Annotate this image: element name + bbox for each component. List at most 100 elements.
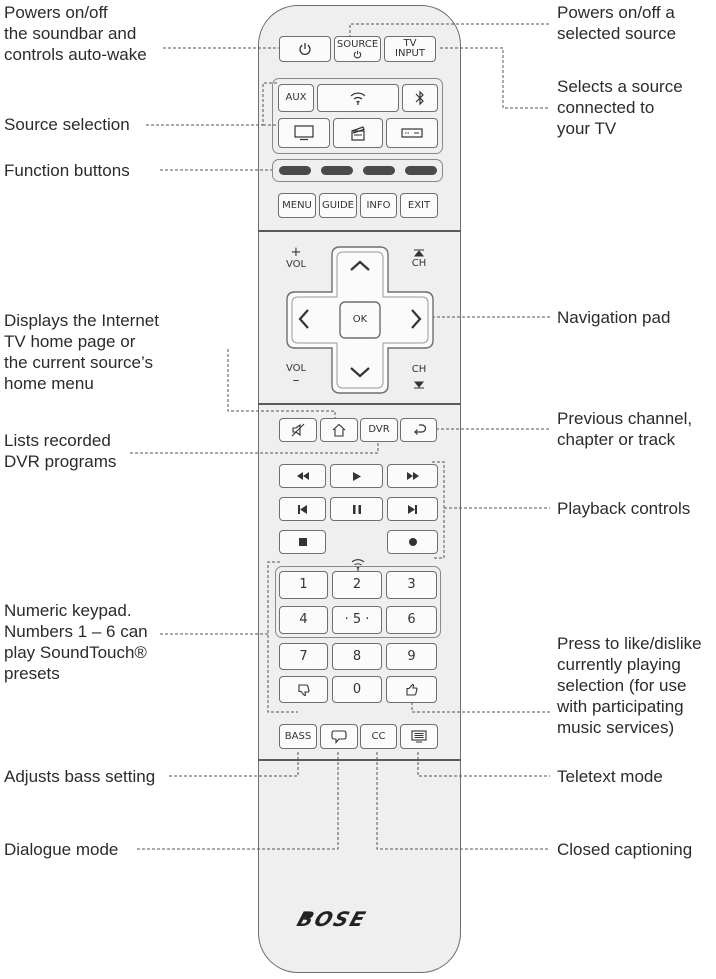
tv-input-button[interactable]: TV INPUT bbox=[384, 36, 436, 62]
record-button[interactable] bbox=[387, 530, 438, 554]
set-top-box-icon bbox=[401, 128, 423, 138]
thumbs-up-icon bbox=[405, 683, 419, 697]
label-closed-captioning: Closed captioning bbox=[557, 840, 693, 859]
fast-forward-button[interactable] bbox=[387, 464, 438, 488]
key-4[interactable]: 4 bbox=[279, 606, 328, 634]
menu-button[interactable]: MENU bbox=[278, 193, 316, 218]
power-icon bbox=[298, 42, 312, 56]
pause-button[interactable] bbox=[330, 497, 383, 521]
stop-button[interactable] bbox=[279, 530, 326, 554]
rewind-icon bbox=[296, 472, 309, 480]
like-button[interactable] bbox=[386, 676, 437, 703]
key-3[interactable]: 3 bbox=[386, 571, 437, 599]
key-0[interactable]: 0 bbox=[332, 676, 382, 703]
ch-up-label[interactable]: CH bbox=[399, 258, 439, 270]
stop-icon bbox=[298, 538, 307, 546]
tv-source-button[interactable] bbox=[278, 118, 330, 148]
clapperboard-icon bbox=[350, 125, 366, 141]
bluray-source-button[interactable] bbox=[333, 118, 383, 148]
key-2-label: 2 bbox=[352, 577, 362, 592]
function-button-yellow[interactable] bbox=[363, 166, 395, 175]
previous-track-icon bbox=[298, 504, 307, 514]
power-button[interactable] bbox=[279, 36, 331, 62]
label-numeric-keypad: Numeric keypad. Numbers 1 – 6 can play S… bbox=[4, 601, 148, 683]
aux-button[interactable]: AUX bbox=[278, 84, 314, 112]
right-button[interactable] bbox=[383, 297, 428, 343]
key-9[interactable]: 9 bbox=[386, 643, 437, 670]
label-teletext: Teletext mode bbox=[557, 767, 663, 786]
previous-channel-button[interactable] bbox=[400, 418, 437, 442]
rewind-button[interactable] bbox=[279, 464, 326, 488]
mute-button[interactable] bbox=[279, 418, 317, 442]
home-icon bbox=[332, 423, 346, 437]
bluetooth-button[interactable] bbox=[402, 84, 438, 112]
up-button[interactable] bbox=[337, 252, 383, 297]
down-button[interactable] bbox=[337, 343, 383, 388]
left-button[interactable] bbox=[292, 297, 337, 343]
dislike-button[interactable] bbox=[279, 676, 328, 703]
function-button-green[interactable] bbox=[321, 166, 353, 175]
vol-down-label[interactable]: VOL – bbox=[276, 363, 316, 387]
key-2[interactable]: 2 bbox=[332, 571, 382, 599]
vol-down-text: VOL bbox=[285, 363, 307, 374]
bluetooth-icon bbox=[415, 90, 425, 106]
input-label: INPUT bbox=[395, 48, 425, 59]
next-track-button[interactable] bbox=[387, 497, 438, 521]
speech-bubble-icon bbox=[331, 729, 347, 744]
vol-plus-sign: + bbox=[290, 245, 302, 260]
label-source-selection: Source selection bbox=[4, 115, 130, 134]
label-playback-controls: Playback controls bbox=[557, 499, 691, 518]
dialogue-button[interactable] bbox=[320, 724, 358, 749]
exit-label: EXIT bbox=[407, 199, 431, 211]
key-6[interactable]: 6 bbox=[386, 606, 437, 634]
key-9-label: 9 bbox=[407, 648, 416, 664]
key-6-label: 6 bbox=[407, 612, 416, 627]
play-button[interactable] bbox=[330, 464, 383, 488]
key-5-label: · 5 · bbox=[344, 612, 370, 627]
info-button[interactable]: INFO bbox=[360, 193, 397, 218]
guide-button[interactable]: GUIDE bbox=[319, 193, 357, 218]
next-track-icon bbox=[408, 504, 417, 514]
bass-button[interactable]: BASS bbox=[279, 724, 317, 749]
mute-icon bbox=[291, 423, 305, 437]
key-1[interactable]: 1 bbox=[279, 571, 328, 599]
dvr-button[interactable]: DVR bbox=[360, 418, 398, 442]
vol-up-label[interactable]: + VOL bbox=[276, 245, 316, 271]
source-label: SOURCE bbox=[336, 38, 379, 50]
ch-up-text: CH bbox=[411, 258, 427, 269]
info-label: INFO bbox=[366, 199, 391, 211]
label-navigation-pad: Navigation pad bbox=[557, 308, 671, 327]
preset-keys-group bbox=[275, 566, 441, 638]
divider-lower bbox=[258, 759, 461, 761]
key-4-label: 4 bbox=[299, 612, 308, 627]
exit-button[interactable]: EXIT bbox=[400, 193, 438, 218]
previous-track-button[interactable] bbox=[279, 497, 326, 521]
label-internet-home: Displays the Internet TV home page or th… bbox=[4, 311, 159, 393]
soundtouch-wifi-icon bbox=[349, 90, 367, 106]
teletext-button[interactable] bbox=[400, 724, 438, 749]
key-3-label: 3 bbox=[407, 577, 416, 592]
ok-button[interactable]: OK bbox=[340, 302, 380, 338]
ch-down-label[interactable]: CH bbox=[399, 364, 439, 376]
key-5[interactable]: · 5 · bbox=[332, 606, 382, 634]
ch-down-text: CH bbox=[411, 364, 427, 375]
key-1-label: 1 bbox=[299, 577, 308, 592]
source-power-button[interactable]: SOURCE bbox=[334, 36, 381, 62]
function-button-blue[interactable] bbox=[405, 166, 437, 175]
bass-label: BASS bbox=[284, 730, 312, 742]
cc-button[interactable]: CC bbox=[360, 724, 397, 749]
logo-rule bbox=[302, 914, 312, 917]
vol-minus-sign: – bbox=[292, 373, 300, 388]
soundtouch-button[interactable] bbox=[317, 84, 399, 112]
set-top-box-button[interactable] bbox=[386, 118, 438, 148]
function-button-red[interactable] bbox=[279, 166, 311, 175]
label-dialogue: Dialogue mode bbox=[4, 840, 119, 859]
key-8-label: 8 bbox=[352, 648, 362, 664]
label-function-buttons: Function buttons bbox=[4, 161, 130, 180]
vol-up-text: VOL bbox=[285, 259, 307, 270]
home-button[interactable] bbox=[320, 418, 358, 442]
key-7[interactable]: 7 bbox=[279, 643, 328, 670]
key-8[interactable]: 8 bbox=[332, 643, 382, 670]
divider-middle bbox=[258, 403, 461, 405]
cc-label: CC bbox=[371, 730, 386, 742]
